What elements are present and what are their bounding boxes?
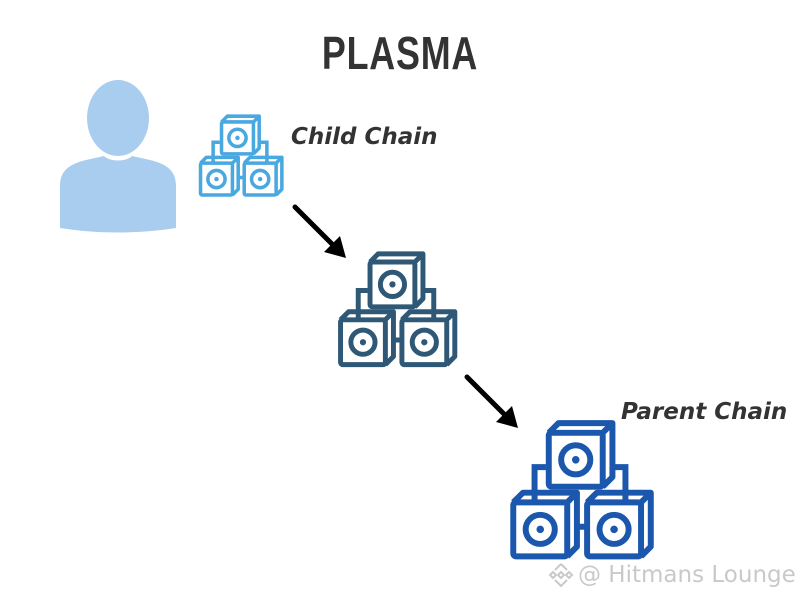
binance-logo-icon bbox=[548, 563, 574, 588]
block-right bbox=[584, 489, 654, 560]
block-left bbox=[198, 155, 240, 197]
block-top bbox=[367, 251, 426, 310]
watermark: @ Hitmans Lounge bbox=[548, 562, 796, 588]
block-top bbox=[545, 420, 616, 490]
child-chain-icon bbox=[198, 114, 284, 197]
parent-chain-label: Parent Chain bbox=[621, 399, 788, 425]
block-right bbox=[399, 309, 458, 368]
block-right bbox=[242, 155, 284, 197]
arrow-shaft bbox=[292, 204, 337, 249]
block-left bbox=[338, 309, 396, 368]
arrow-head bbox=[496, 406, 518, 428]
watermark-text: @ Hitmans Lounge bbox=[578, 562, 796, 588]
user-icon bbox=[60, 80, 176, 233]
intermediate-chain-icon bbox=[338, 251, 458, 368]
arrow-head bbox=[324, 236, 346, 258]
user-head bbox=[87, 80, 149, 156]
child-chain-label: Child Chain bbox=[291, 124, 438, 150]
parent-chain-icon bbox=[510, 420, 654, 560]
user-body bbox=[60, 156, 176, 233]
arrow-child-to-intermediate bbox=[292, 204, 346, 258]
block-top bbox=[219, 114, 261, 156]
arrow-intermediate-to-parent bbox=[464, 374, 518, 428]
arrow-shaft bbox=[464, 374, 509, 419]
diagram-title: PLASMA bbox=[321, 27, 479, 79]
block-left bbox=[510, 489, 580, 560]
